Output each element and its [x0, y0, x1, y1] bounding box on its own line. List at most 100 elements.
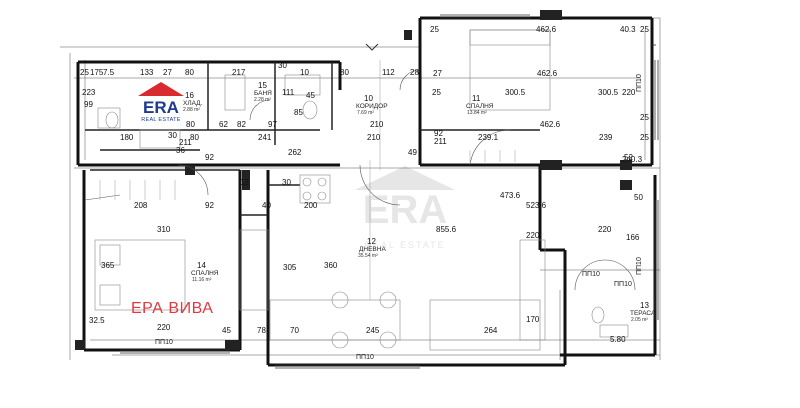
dimension: 92	[434, 129, 443, 138]
dimension: 32.5	[89, 316, 105, 325]
window-tag: ПП10	[636, 257, 643, 275]
dimension: 300.5	[505, 88, 526, 97]
dimension: 305	[283, 263, 297, 272]
window-tag: ПП10	[356, 354, 374, 361]
agency-label: ЕРА ВИВА	[131, 300, 214, 317]
dimension: 211	[434, 137, 447, 146]
dimension: 523.6	[526, 201, 547, 210]
dimension: 211	[179, 138, 192, 147]
dimension: 82	[237, 120, 246, 129]
dimension: 5.80	[610, 335, 626, 344]
dimension: 112	[382, 68, 395, 77]
dimension: 300.5	[598, 88, 619, 97]
room-11-name: СПАЛНЯ	[466, 103, 494, 110]
era-logo-subtitle: REAL ESTATE	[141, 117, 181, 123]
room-10-number: 10	[364, 94, 373, 103]
dimension: 310	[157, 225, 171, 234]
room-15-area: 2.28 m²	[254, 97, 271, 103]
dimension: 80	[190, 133, 199, 142]
dimension: 40.3	[620, 25, 636, 34]
room-12-name: ДНЕВНА	[359, 246, 386, 253]
room-15-number: 15	[258, 81, 267, 90]
watermark-subtitle: REAL ESTATE	[364, 240, 446, 250]
dimension: 52	[624, 153, 633, 162]
watermark-word: ERA	[362, 188, 448, 232]
dimension: 245	[366, 326, 380, 335]
dimension: 360	[324, 261, 338, 270]
dimension: 220	[622, 88, 636, 97]
dimension: 80	[186, 120, 195, 129]
room-15-name: БАНЯ	[254, 90, 272, 97]
room-12-area: 35.54 m²	[358, 253, 378, 259]
dimension: 99	[84, 100, 93, 109]
dimension: 166	[626, 233, 640, 242]
dimension: 170	[526, 315, 540, 324]
dimension: 25	[80, 68, 89, 77]
dimension: 80	[340, 68, 349, 77]
dimension: 111	[282, 88, 295, 97]
room-16-area: 2.88 m²	[183, 107, 200, 113]
watermark-roof-icon	[355, 166, 455, 190]
dimension: 50	[634, 193, 643, 202]
dimension: 25	[430, 25, 439, 34]
dimension: 200	[304, 201, 318, 210]
room-13-area: 2.05 m²	[631, 317, 648, 323]
era-logo-word: ERA	[143, 98, 179, 117]
dimension: 97	[268, 120, 277, 129]
dimension: 25	[640, 113, 649, 122]
dimension: 239	[599, 133, 613, 142]
room-16-name: ХЛАД.	[183, 100, 203, 107]
dimension: 239.1	[478, 133, 499, 142]
dimension: 25	[640, 25, 649, 34]
room-11-number: 11	[472, 94, 481, 103]
dimension: 855.6	[436, 225, 457, 234]
window-tag: ПП10	[614, 281, 632, 288]
room-14-name: СПАЛНЯ	[191, 270, 219, 277]
dimension: 12	[240, 178, 249, 187]
dimension: 27	[163, 68, 172, 77]
dimension: 220	[157, 323, 171, 332]
dimension: 240.3	[622, 155, 643, 164]
dimension: 45	[306, 91, 315, 100]
room-12-number: 12	[367, 237, 376, 246]
era-watermark: ERA REAL ESTATE	[350, 166, 460, 266]
dimension: 85	[294, 108, 303, 117]
dimension: 45	[222, 326, 231, 335]
dimension: 210	[370, 120, 384, 129]
dimension: 175	[90, 68, 104, 77]
dimension: 49	[408, 148, 417, 157]
dimension: 78	[257, 326, 266, 335]
room-10-name: КОРИДОР	[356, 103, 388, 110]
room-16-number: 16	[185, 91, 194, 100]
dimension: 40	[262, 201, 271, 210]
dimension: 365	[101, 261, 115, 270]
dimension: 262	[288, 148, 302, 157]
dimension: 462.6	[537, 69, 558, 78]
dimension: 92	[205, 201, 214, 210]
dimension: 462.6	[540, 120, 561, 129]
era-logo-roof-icon	[138, 82, 184, 96]
dimension: 36	[176, 146, 185, 155]
room-13-number: 13	[640, 301, 649, 310]
dimension: 220	[598, 225, 612, 234]
dimension: 223	[82, 88, 96, 97]
window-tag: ПП10	[155, 339, 173, 346]
dimension: 80	[185, 68, 194, 77]
dimension: 217	[232, 68, 246, 77]
room-13-name: ТЕРАСА	[630, 310, 656, 317]
room-14-area: 11.16 m²	[192, 277, 212, 283]
window-tag: ПП10	[636, 74, 643, 92]
dimension: 208	[134, 201, 148, 210]
dimension: 25	[640, 133, 649, 142]
dimension: 264	[484, 326, 498, 335]
dimension: 473.6	[500, 191, 521, 200]
dimension: 70	[290, 326, 299, 335]
dimension: 28	[410, 68, 419, 77]
era-logo: ERA REAL ESTATE	[138, 82, 184, 128]
dimension: 30	[168, 131, 177, 140]
dimension: 62	[219, 120, 228, 129]
dimension: 220	[526, 231, 540, 240]
window-tag: ПП10	[582, 271, 600, 278]
room-11-area: 13.84 m²	[467, 110, 487, 116]
